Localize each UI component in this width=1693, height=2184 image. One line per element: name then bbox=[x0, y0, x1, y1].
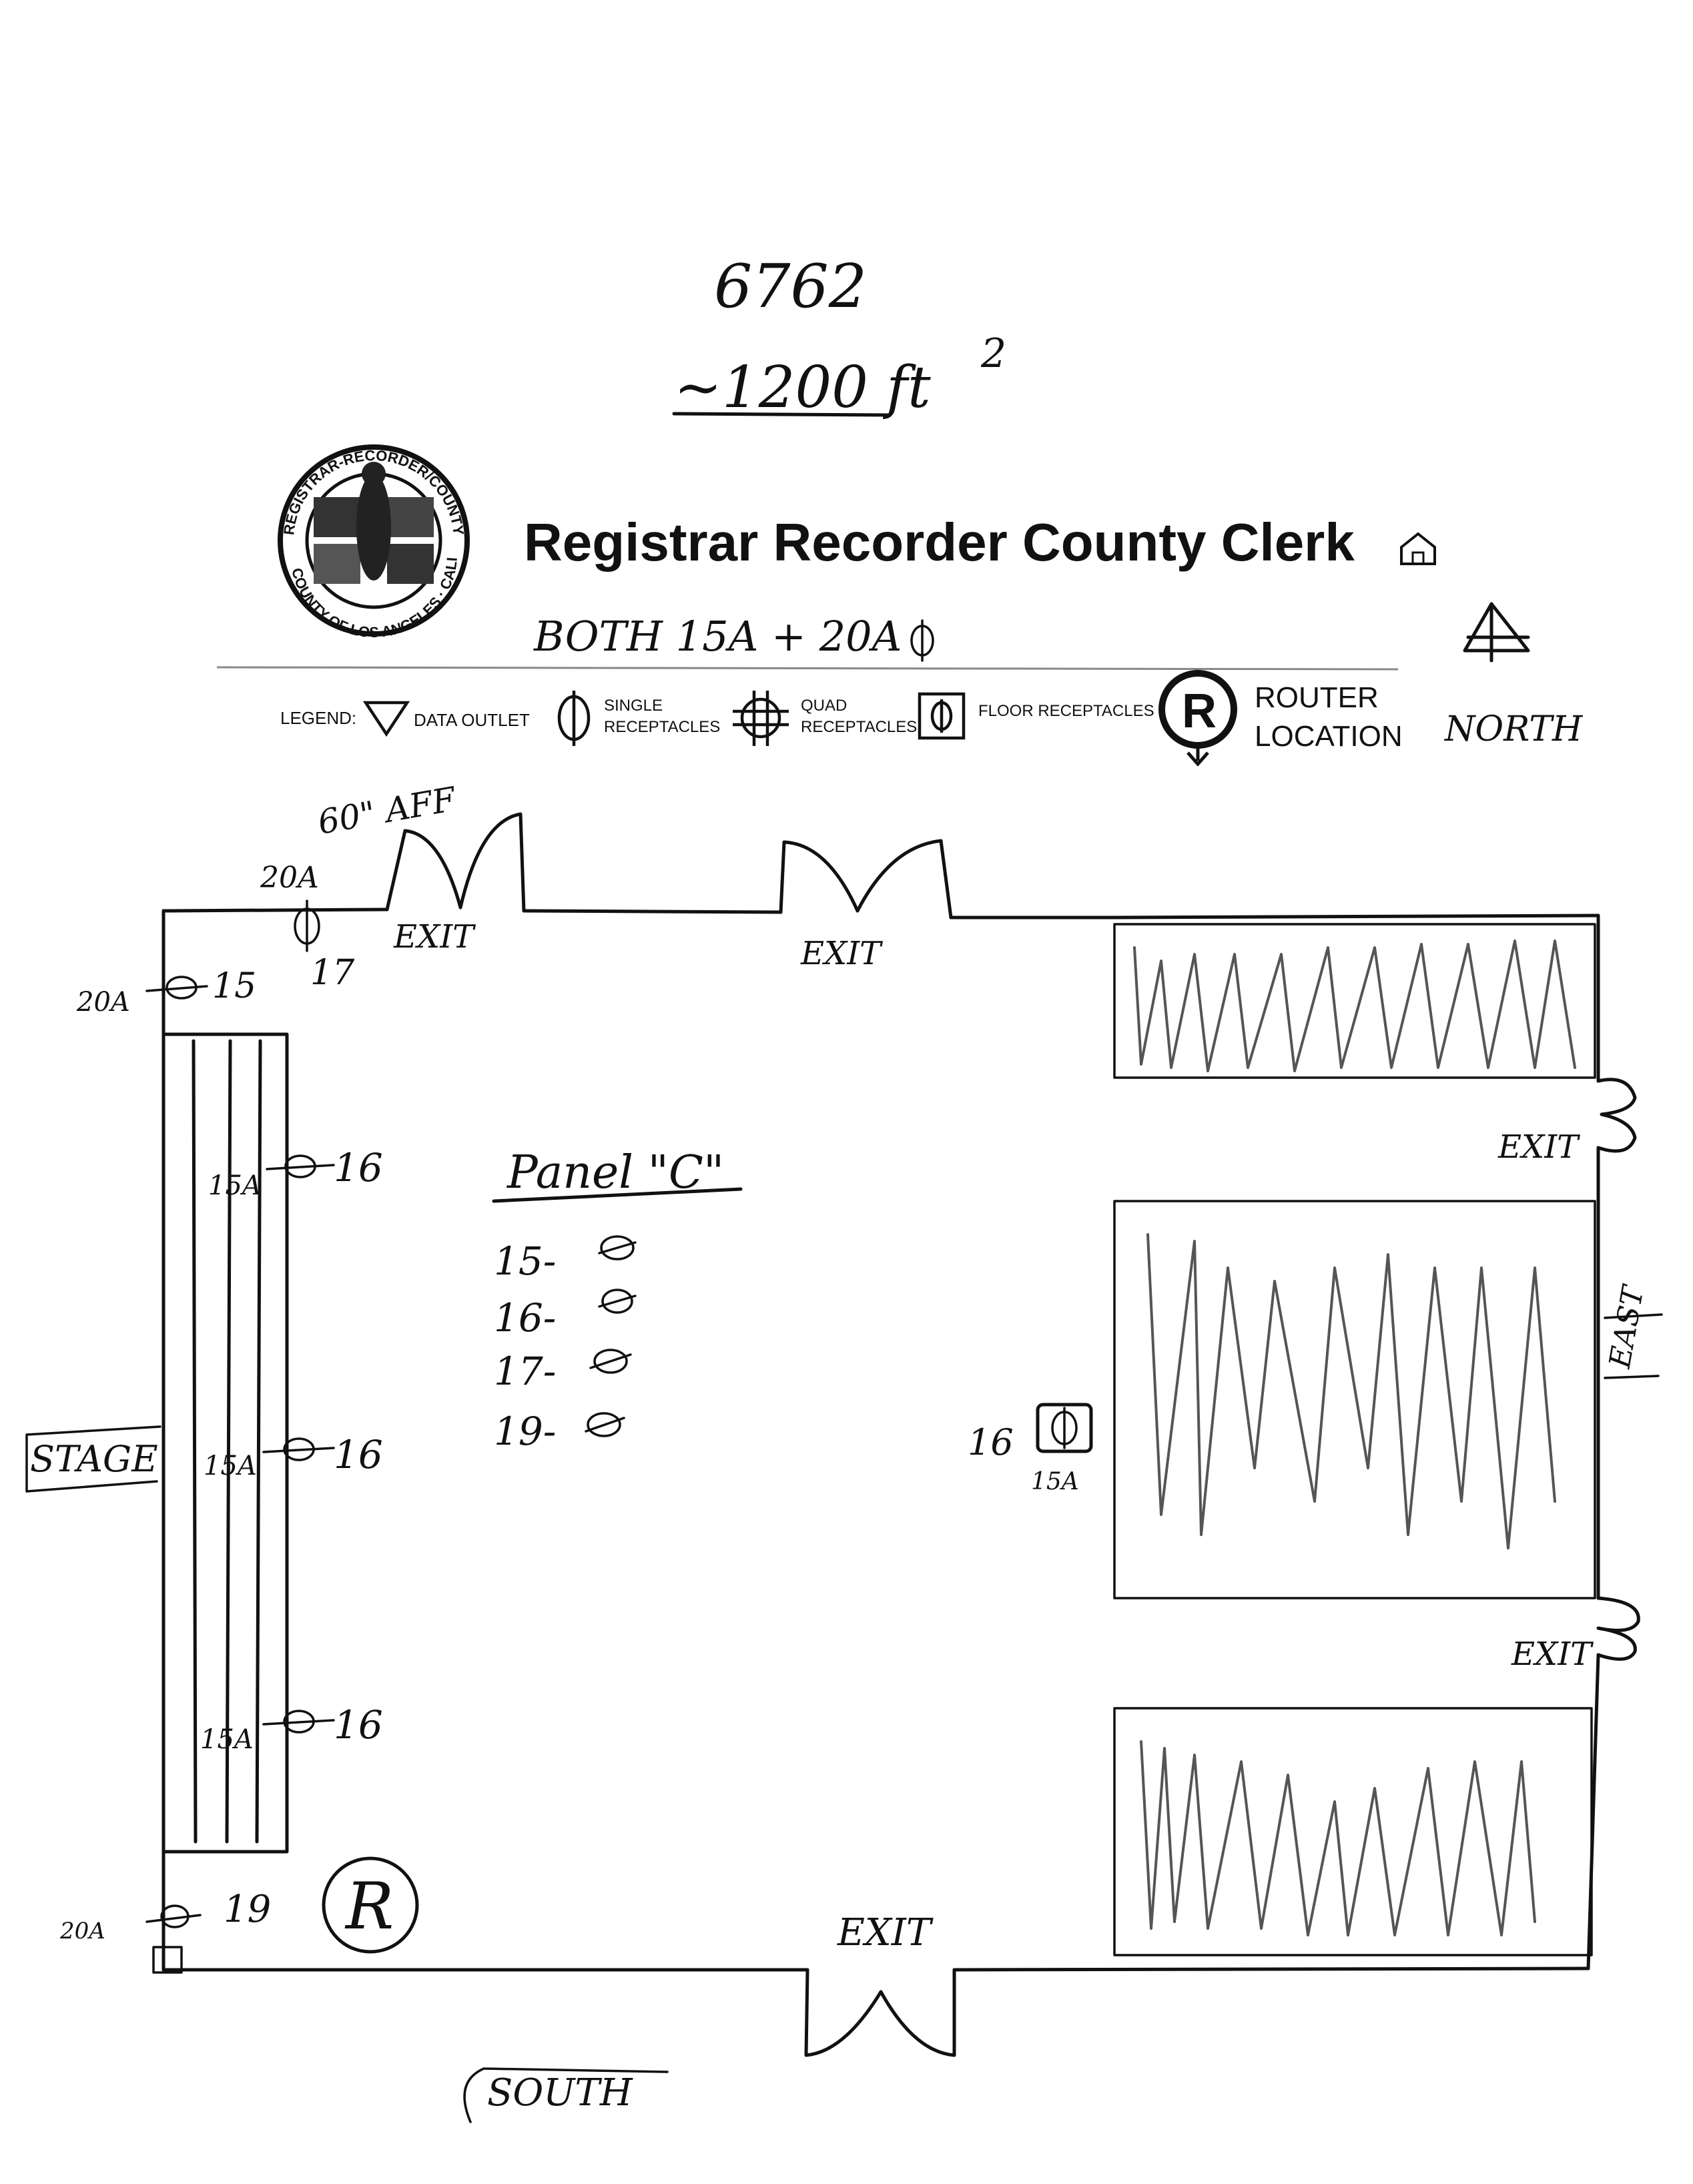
circuit-17-label: 17 bbox=[310, 953, 355, 993]
panel-row-19: 19- bbox=[494, 1409, 556, 1454]
stage-receptacle-icon-1 bbox=[266, 1154, 335, 1178]
fifteen-amp-2: 15A bbox=[204, 1451, 257, 1481]
county-seal-icon: REGISTRAR-RECORDER/COUNTY CLERK COUNTY O… bbox=[0, 0, 470, 641]
floor-amp-label: 15A bbox=[1031, 1468, 1079, 1495]
panel-title-underline bbox=[492, 1187, 743, 1203]
south-exit-door bbox=[804, 1968, 956, 2057]
panel-row-receptacle-icons bbox=[585, 1235, 637, 1437]
legend-router-2: LOCATION bbox=[1255, 720, 1403, 753]
exit-label-north-mid: EXIT bbox=[800, 935, 883, 972]
exit-label-east-lower: EXIT bbox=[1511, 1635, 1594, 1673]
reference-number: 6762 bbox=[714, 252, 867, 322]
exit-label-east-upper: EXIT bbox=[1497, 1128, 1580, 1166]
exit-label-north-left: EXIT bbox=[393, 918, 476, 956]
east-label: EAST bbox=[1603, 1281, 1651, 1371]
east-lower-exit-door bbox=[1596, 1596, 1640, 1661]
north-left-exit-door bbox=[385, 812, 526, 913]
panel-row-15: 15- bbox=[494, 1238, 556, 1284]
stage-label: STAGE bbox=[30, 1438, 158, 1480]
stage-receptacle-icon-2 bbox=[262, 1437, 335, 1461]
south-label: SOUTH bbox=[487, 2071, 633, 2115]
home-icon[interactable] bbox=[1400, 532, 1436, 565]
stage-receptacle-icon-3 bbox=[262, 1710, 335, 1734]
legend-data-outlet: DATA OUTLET bbox=[414, 710, 530, 730]
both-amps-note: BOTH 15A + 20A bbox=[533, 612, 902, 661]
floor-receptacle-east bbox=[1036, 1403, 1093, 1453]
east-upper-exit-door bbox=[1596, 1078, 1637, 1153]
southwest-receptacle-icon bbox=[145, 1904, 202, 1974]
area-exponent: 2 bbox=[980, 330, 1006, 377]
east-area-middle bbox=[1113, 1200, 1596, 1599]
stage-label-box bbox=[25, 1425, 161, 1493]
circuit-16-label-2: 16 bbox=[334, 1432, 383, 1477]
panel-row-17: 17- bbox=[494, 1349, 556, 1394]
router-location-icon[interactable]: R bbox=[322, 1856, 419, 1954]
svg-text:REGISTRAR-RECORDER/COUNTY CLER: REGISTRAR-RECORDER/COUNTY CLERK bbox=[0, 0, 467, 540]
panel-row-16: 16- bbox=[494, 1295, 556, 1341]
single-receptacle-icon bbox=[557, 691, 591, 746]
north-mid-exit-door bbox=[779, 839, 953, 920]
stage-platform bbox=[161, 1032, 289, 1854]
legend-quad-2: RECEPTACLES bbox=[801, 718, 917, 736]
exit-label-south: EXIT bbox=[837, 1911, 934, 1954]
twenty-amp-bottom: 20A bbox=[59, 1918, 105, 1944]
circuit-19-label: 19 bbox=[224, 1888, 271, 1931]
seal-top-text: REGISTRAR-RECORDER/COUNTY CLERK bbox=[0, 0, 467, 540]
both-note-receptacle-icon bbox=[910, 619, 934, 662]
floor-receptacle-icon bbox=[918, 692, 966, 740]
header-divider bbox=[216, 666, 1399, 671]
aff-note: 60" AFF bbox=[315, 779, 460, 842]
circuit-16-label-1: 16 bbox=[334, 1145, 383, 1190]
legend-single-1: SINGLE bbox=[604, 697, 663, 715]
legend-router-1: ROUTER bbox=[1255, 681, 1379, 714]
floor-circuit-label: 16 bbox=[968, 1421, 1014, 1463]
page-title: Registrar Recorder County Clerk bbox=[524, 512, 1355, 572]
legend-single-2: RECEPTACLES bbox=[604, 718, 720, 736]
area-note: ~1200 ft bbox=[674, 354, 931, 421]
data-outlet-icon bbox=[362, 701, 410, 737]
east-area-lower bbox=[1113, 1707, 1593, 1956]
router-icon: R bbox=[1158, 670, 1237, 767]
twenty-amp-left: 20A bbox=[76, 987, 130, 1018]
west-wall-receptacle-icon-15 bbox=[145, 976, 208, 1000]
quad-receptacle-icon bbox=[733, 691, 789, 746]
fifteen-amp-3: 15A bbox=[200, 1724, 254, 1755]
twenty-amp-top: 20A bbox=[260, 861, 319, 895]
north-arrow-icon bbox=[1463, 602, 1530, 663]
legend-label: LEGEND: bbox=[280, 708, 356, 728]
circuit-15-label: 15 bbox=[212, 966, 256, 1006]
east-label-bracket bbox=[1604, 1313, 1663, 1379]
east-area-upper bbox=[1113, 923, 1596, 1079]
circuit-16-label-3: 16 bbox=[334, 1702, 383, 1748]
legend-quad-1: QUAD bbox=[801, 697, 847, 715]
router-icon-letter: R bbox=[1182, 685, 1217, 738]
north-label: NORTH bbox=[1443, 709, 1584, 749]
legend-floor: FLOOR RECEPTACLES bbox=[978, 702, 1154, 720]
fifteen-amp-1: 15A bbox=[208, 1170, 262, 1201]
router-location-letter: R bbox=[344, 1869, 394, 1944]
south-label-bracket bbox=[463, 2067, 669, 2123]
area-underline bbox=[672, 412, 890, 417]
north-wall-receptacle-icon bbox=[294, 899, 320, 952]
